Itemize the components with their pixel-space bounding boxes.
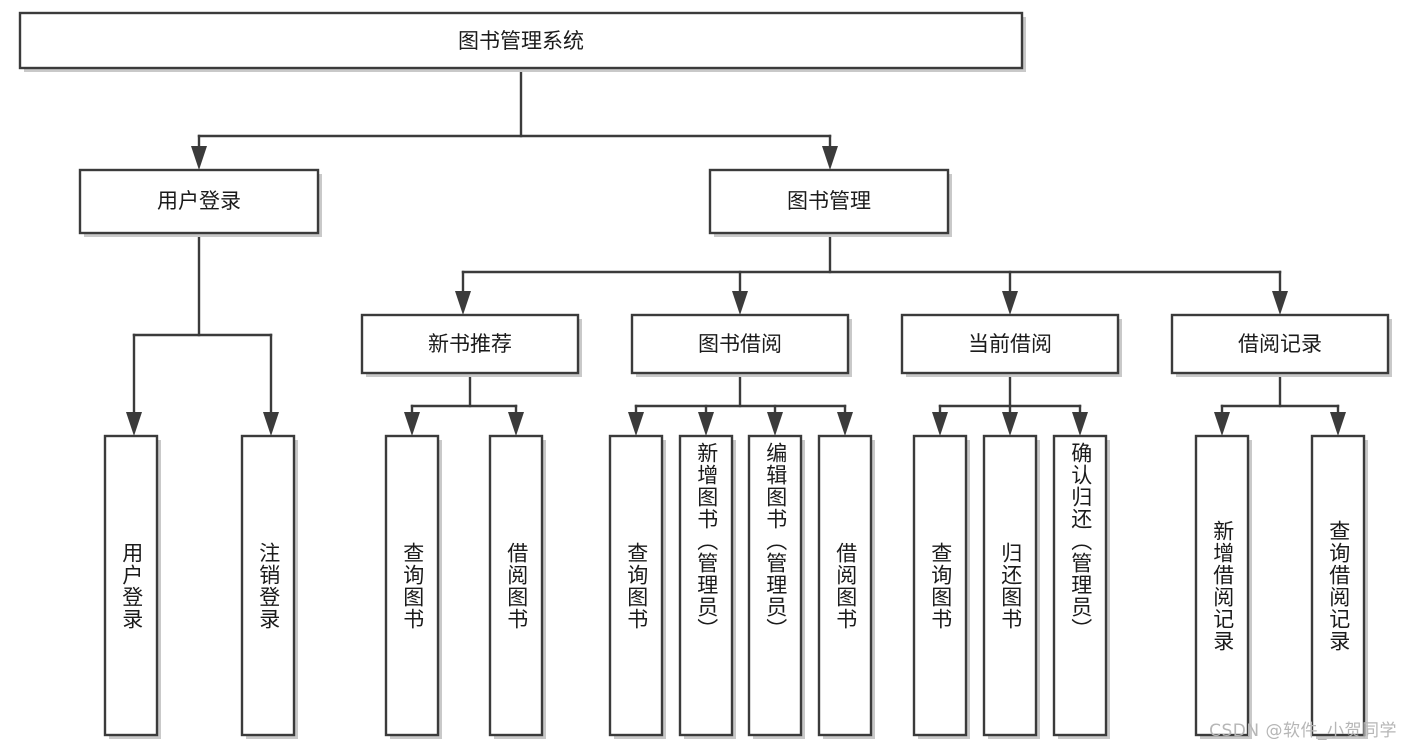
node-book-management-label: 图书管理 xyxy=(787,189,871,213)
nodes-layer: 图书管理系统 用户登录 图书管理 新书推荐 xyxy=(18,11,1392,739)
arrow-current-leaf-2 xyxy=(1002,412,1018,436)
arrow-to-current-borrow xyxy=(1002,291,1018,315)
node-borrow-record-label: 借阅记录 xyxy=(1238,332,1322,356)
leaf-node-query-book-b[interactable] xyxy=(608,434,666,739)
arrow-current-leaf-3 xyxy=(1072,412,1088,436)
arrow-borrow-leaf-2 xyxy=(698,412,714,436)
node-user-login[interactable]: 用户登录 xyxy=(78,168,322,237)
leaf-node-return-book[interactable] xyxy=(982,434,1040,739)
node-book-borrow-label: 图书借阅 xyxy=(698,332,782,356)
edges-layer xyxy=(126,67,1346,436)
node-user-login-label: 用户登录 xyxy=(157,189,241,213)
arrow-to-book-borrow xyxy=(732,291,748,315)
arrow-record-leaf-2 xyxy=(1330,412,1346,436)
node-current-borrow[interactable]: 当前借阅 xyxy=(900,313,1122,377)
node-book-management[interactable]: 图书管理 xyxy=(708,168,952,237)
leaf-node-query-borrow-record[interactable] xyxy=(1310,434,1368,739)
arrow-to-borrow-record xyxy=(1272,291,1288,315)
arrow-newbook-leaf-1 xyxy=(404,412,420,436)
node-book-borrow[interactable]: 图书借阅 xyxy=(630,313,852,377)
arrow-to-leaf-user-login xyxy=(126,412,142,436)
node-root-label: 图书管理系统 xyxy=(458,29,584,53)
arrow-current-leaf-1 xyxy=(932,412,948,436)
watermark-text: CSDN @软件_小贺同学 xyxy=(1209,721,1397,741)
leaf-node-borrow-book-a[interactable] xyxy=(488,434,546,739)
node-new-book-recommend[interactable]: 新书推荐 xyxy=(360,313,582,377)
arrow-borrow-leaf-4 xyxy=(837,412,853,436)
leaf-node-confirm-return-admin[interactable] xyxy=(1052,434,1110,739)
node-borrow-record[interactable]: 借阅记录 xyxy=(1170,313,1392,377)
leaf-node-user-login[interactable] xyxy=(103,434,161,739)
node-current-borrow-label: 当前借阅 xyxy=(968,332,1052,356)
leaf-node-edit-book-admin[interactable] xyxy=(747,434,805,739)
leaf-node-add-book-admin[interactable] xyxy=(678,434,736,739)
arrow-to-new-book-rec xyxy=(455,291,471,315)
arrow-record-leaf-1 xyxy=(1214,412,1230,436)
arrow-newbook-leaf-2 xyxy=(508,412,524,436)
node-new-book-recommend-label: 新书推荐 xyxy=(428,332,512,356)
leaf-node-borrow-book-b[interactable] xyxy=(817,434,875,739)
leaf-node-query-book-a[interactable] xyxy=(384,434,442,739)
arrow-to-book-mgmt xyxy=(822,146,838,170)
node-root[interactable]: 图书管理系统 xyxy=(18,11,1026,72)
arrow-borrow-leaf-3 xyxy=(767,412,783,436)
arrow-to-leaf-logout xyxy=(263,412,279,436)
arrow-to-user-login xyxy=(191,146,207,170)
leaf-node-add-borrow-record[interactable] xyxy=(1194,434,1252,739)
leaf-node-query-book-c[interactable] xyxy=(912,434,970,739)
arrow-borrow-leaf-1 xyxy=(628,412,644,436)
leaf-node-logout[interactable] xyxy=(240,434,298,739)
